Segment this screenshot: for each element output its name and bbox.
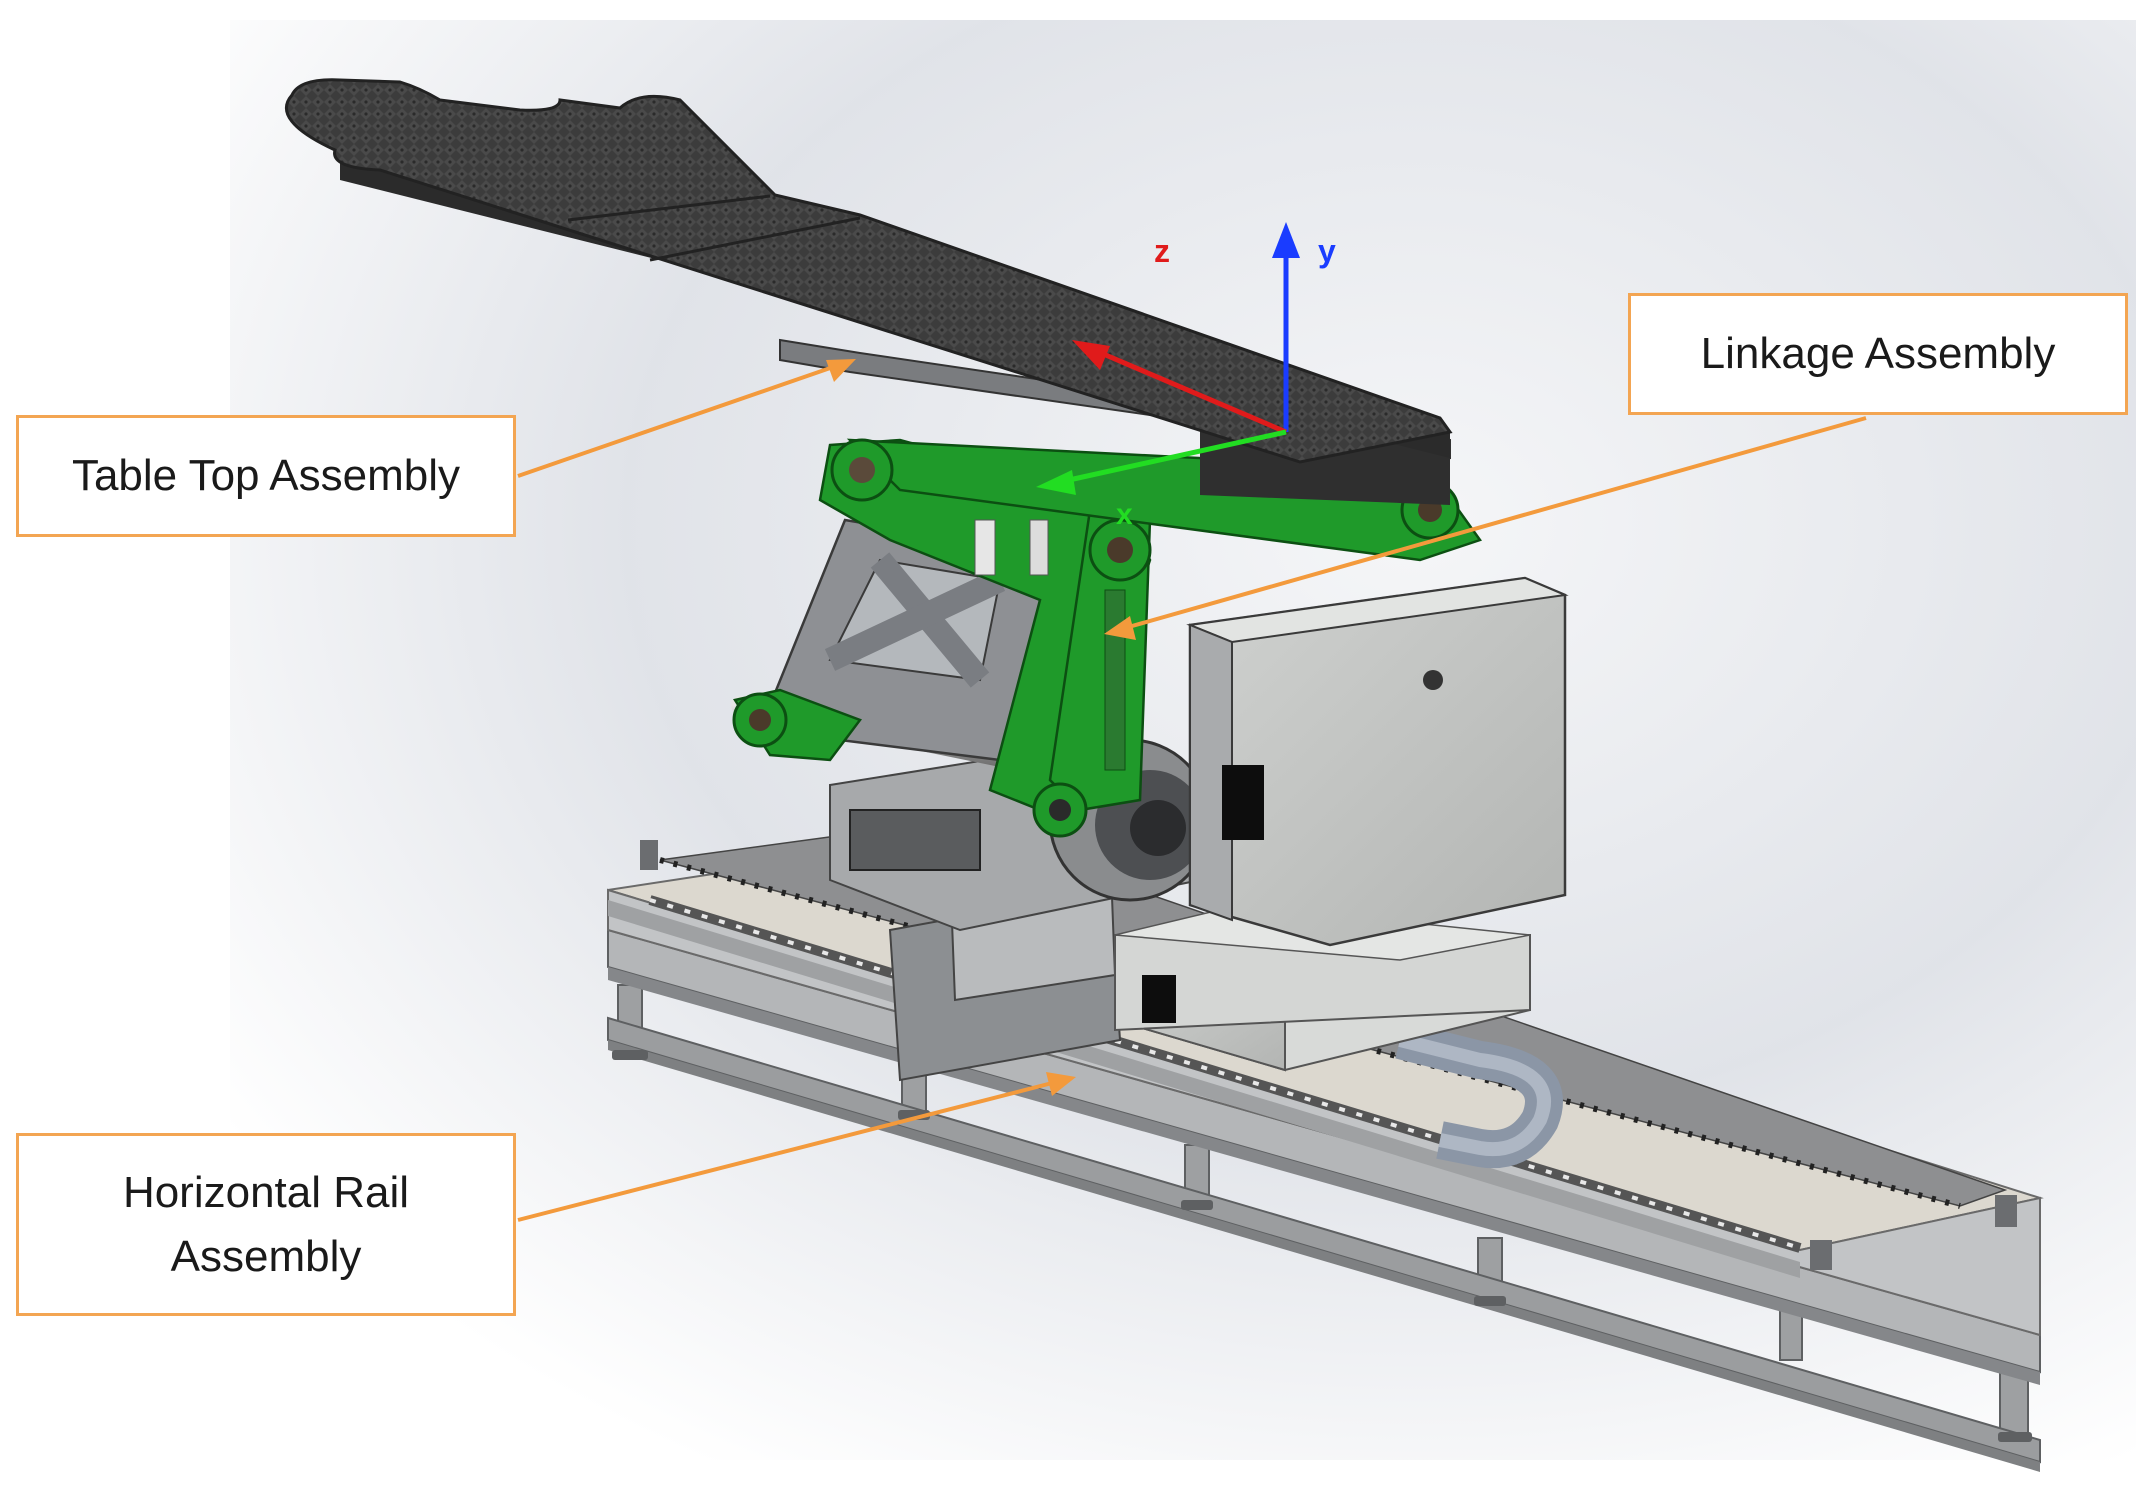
rack-rail-front xyxy=(648,895,1802,1253)
leader-table-top xyxy=(517,364,837,478)
rail-end-stop-left xyxy=(640,840,658,870)
callout-linkage-label: Linkage Assembly xyxy=(1700,329,2056,379)
rail-frame-feet xyxy=(612,1050,2032,1442)
leader-horizontal-rail xyxy=(517,1080,1057,1222)
axis-y-label: y xyxy=(1318,233,1336,269)
linkage-pivots xyxy=(732,438,1460,838)
axis-z-arrow xyxy=(1093,347,1287,435)
table-top-surface xyxy=(285,78,1453,464)
callout-table-top-label: Table Top Assembly xyxy=(71,451,461,501)
axis-x-label: x xyxy=(1116,498,1133,531)
callout-horizontal-rail-assembly: Horizontal Rail Assembly xyxy=(16,1133,516,1316)
callout-linkage-assembly: Linkage Assembly xyxy=(1628,293,2128,415)
lower-electrical-enclosure xyxy=(1114,904,1531,1072)
leader-lines xyxy=(517,359,1867,1222)
coordinate-axes: y z x xyxy=(1036,222,1336,531)
callout-table-top-assembly: Table Top Assembly xyxy=(16,415,516,537)
horizontal-rail-assembly xyxy=(607,821,2044,1472)
axis-x-arrow xyxy=(1059,429,1287,485)
leader-linkage xyxy=(1124,416,1867,630)
upper-electrical-enclosure xyxy=(1186,576,1569,947)
callout-horizontal-rail-label: Horizontal Rail Assembly xyxy=(122,1167,410,1281)
rail-end-stop-right xyxy=(1995,1195,2017,1227)
cable-carrier xyxy=(1395,1021,1563,1169)
axis-z-label: z xyxy=(1154,233,1170,269)
